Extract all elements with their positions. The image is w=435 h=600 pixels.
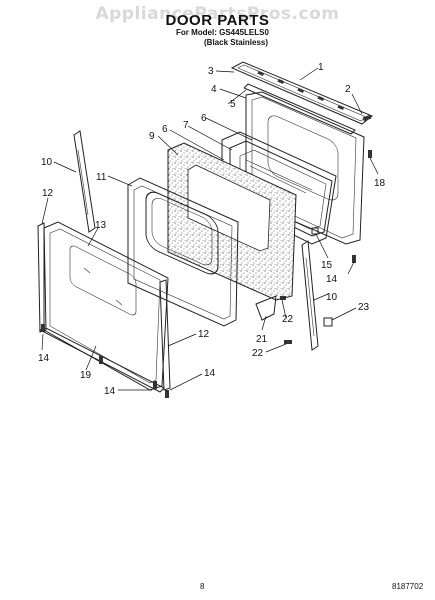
callout-1: 1: [318, 62, 324, 73]
callout-12: 12: [42, 188, 54, 199]
door-switch: [323, 317, 333, 327]
callout-6: 6: [162, 124, 168, 135]
callout-22: 22: [252, 348, 264, 359]
leader-lines: [41, 67, 379, 391]
screw: [280, 296, 286, 300]
screw: [41, 324, 45, 332]
callout-5: 5: [230, 99, 236, 110]
callout-2: 2: [345, 84, 351, 95]
document-number: 8187702: [392, 582, 424, 591]
screw: [284, 340, 292, 344]
screw: [352, 255, 356, 263]
callout-14: 14: [326, 274, 338, 285]
door-strip: [243, 83, 356, 135]
callout-21: 21: [256, 334, 268, 345]
callout-3: 3: [208, 66, 214, 77]
callout-13: 13: [95, 220, 107, 231]
callout-15: 15: [321, 260, 333, 271]
callout-12: 12: [198, 329, 210, 340]
callout-6: 6: [201, 113, 207, 124]
page-number: 8: [200, 582, 205, 591]
screw: [153, 381, 157, 389]
callout-19: 19: [80, 370, 92, 381]
screw: [165, 390, 169, 398]
callout-18: 18: [374, 178, 386, 189]
screw: [362, 114, 372, 122]
callout-11: 11: [96, 172, 107, 183]
screw: [368, 150, 372, 158]
left-hinge-channel: [73, 130, 96, 233]
callout-10: 10: [326, 292, 338, 303]
left-side-trim: [37, 222, 47, 333]
callout-23: 23: [358, 302, 370, 313]
right-hinge-channel: [301, 240, 319, 351]
variant-line: (Black Stainless): [204, 38, 269, 47]
right-side-trim: [159, 279, 171, 391]
inner-door-panel: [127, 177, 239, 327]
page-title: DOOR PARTS: [165, 12, 270, 29]
callout-14: 14: [204, 368, 216, 379]
hinge-bracket: [255, 295, 277, 321]
callout-22: 22: [282, 314, 294, 325]
callout-14: 14: [104, 386, 116, 397]
door-clip: [311, 227, 319, 235]
watermark: AppliancePartsPros.com: [95, 4, 340, 24]
callout-10: 10: [41, 157, 53, 168]
screw: [99, 356, 103, 364]
callout-7: 7: [183, 120, 189, 131]
callout-4: 4: [211, 84, 217, 95]
callout-9: 9: [149, 131, 155, 142]
callout-14: 14: [38, 353, 50, 364]
outer-door-glass: [43, 221, 169, 391]
model-line: For Model: GS445LELS0: [176, 28, 269, 37]
